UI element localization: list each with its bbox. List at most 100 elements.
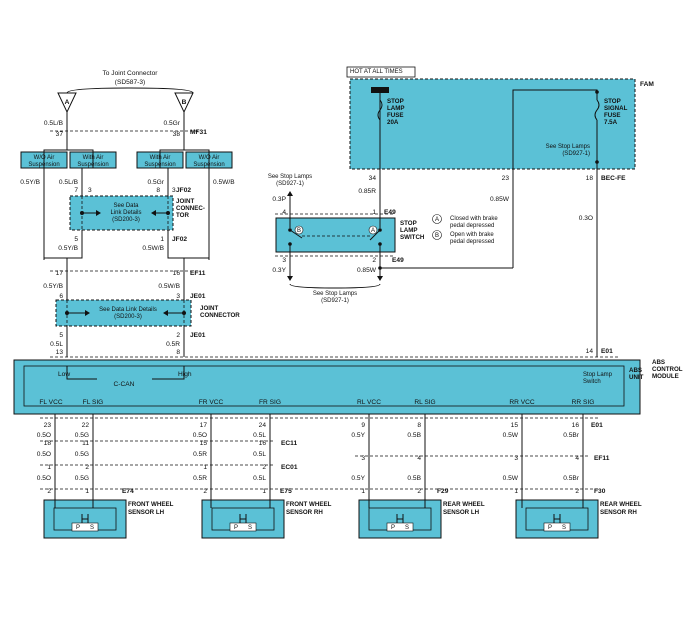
wire-row3-6: 0.5W (503, 475, 519, 482)
wire-row2-2: 0.5R (193, 451, 207, 458)
c-can: C-CAN (114, 381, 135, 388)
switch-see-bottom: See Stop Lamps(SD927-1) (313, 291, 357, 304)
connector-b-label: B (182, 99, 187, 106)
pin-4-sw: 4 (282, 209, 286, 216)
pin-ec11-0: 18 (44, 440, 52, 447)
wire-row1-5: 0.5B (407, 432, 421, 439)
sensor-rl-box (358, 499, 442, 539)
connector-b-marker (174, 92, 194, 114)
ef11-top: EF11 (190, 270, 206, 277)
wire-03y: 0.3Y (272, 267, 286, 274)
wire-03p: 0.3P (272, 196, 286, 203)
connector-a-marker (57, 92, 77, 114)
pin-ec11-2: 15 (200, 440, 208, 447)
wire-row3-7: 0.5Br (563, 475, 580, 482)
e01-top: E01 (601, 348, 613, 355)
pin-sensor-4: 1 (361, 488, 365, 495)
wire-a: 0.5L/B (44, 120, 64, 127)
pin-7: 7 (74, 187, 78, 194)
switch-see-top: See Stop Lamps(SD927-1) (268, 174, 312, 187)
pin-ec11-1: 11 (82, 440, 89, 447)
je01-top: JE01 (190, 293, 206, 300)
pin-ec01-0: 1 (47, 464, 51, 471)
pin-16: 16 (173, 270, 181, 277)
wire-row1-0: 0.5O (37, 432, 51, 439)
pin-23: 23 (502, 175, 510, 182)
abs-pin-fl-sig: FL SIG (83, 399, 104, 406)
wire-b: 0.5Gr (164, 120, 181, 127)
sensor-s-label: S (405, 525, 409, 531)
e49-top: E49 (384, 209, 396, 216)
connector-f29: F29 (437, 488, 449, 495)
wire-row3-3: 0.5L (253, 475, 266, 482)
wire-bl: 0.5Y/B (58, 245, 78, 252)
pin-ef11-3: 4 (575, 455, 579, 462)
wire-row1-4: 0.5Y (351, 432, 365, 439)
wire-row1-1: 0.5G (75, 432, 89, 439)
pin-2-sw: 2 (372, 257, 376, 264)
abs-pin-fl-vcc: FL VCC (39, 399, 62, 406)
fam-label: FAM (640, 81, 654, 88)
pin-e01-1: 22 (82, 422, 90, 429)
sensor-s-label: S (90, 525, 94, 531)
pin-sensor-0: 2 (47, 488, 51, 495)
wire-085w-top: 0.85W (490, 196, 510, 203)
abs-pin-rr-vcc: RR VCC (509, 399, 535, 406)
wire-085w: 0.85W (357, 267, 377, 274)
pin-1: 1 (160, 236, 164, 243)
pin-3-sw: 3 (282, 257, 286, 264)
pin-ec01-1: 2 (85, 464, 89, 471)
pin-6: 6 (59, 293, 63, 300)
pin-37: 37 (56, 131, 64, 138)
wire-br: 0.5W/B (142, 245, 164, 252)
wire-row2-3: 0.5L (253, 451, 266, 458)
pin-e01-4: 9 (361, 422, 365, 429)
legend-a-marker: A (435, 217, 439, 223)
wire-je-r: 0.5R (166, 341, 180, 348)
fam-see-stop-lamps: See Stop Lamps(SD927-1) (546, 144, 590, 157)
to-joint-bracket (66, 87, 194, 94)
sensor-p-label: P (234, 525, 238, 531)
pin-8: 8 (156, 187, 160, 194)
wire-right-inner: 0.5Gr (148, 179, 165, 186)
pin-sensor-2: 2 (203, 488, 207, 495)
connector-f30: F30 (594, 488, 606, 495)
wire-left-inner: 0.5L/B (59, 179, 79, 186)
wire-row1-7: 0.5Br (563, 432, 580, 439)
abs-pin-rr-sig: RR SIG (572, 399, 595, 406)
to-joint-ref: (SD587-3) (115, 79, 145, 86)
switch-b-label: B (297, 228, 301, 234)
e49-bottom: E49 (392, 257, 404, 264)
pin-sensor-3: 1 (262, 488, 266, 495)
ec01: EC01 (281, 464, 298, 471)
abs-pin-rl-vcc: RL VCC (357, 399, 381, 406)
pin-17: 17 (56, 270, 64, 277)
pin-e01-7: 16 (572, 422, 580, 429)
pin-sensor-1: 1 (85, 488, 89, 495)
sensor-p-label: P (76, 525, 80, 531)
legend-b-marker: B (435, 233, 439, 239)
connector-mf31: MF31 (190, 129, 207, 136)
pin-3-je: 3 (176, 293, 180, 300)
abs-pin-fr-sig: FR SIG (259, 399, 281, 406)
pin-1-sw: 1 (372, 209, 376, 216)
pin-14: 14 (586, 348, 594, 355)
pin-ec01-3: 2 (262, 464, 266, 471)
pin-e01-3: 24 (259, 422, 267, 429)
pin-e01-5: 8 (417, 422, 421, 429)
pin-ef11-0: 3 (361, 455, 365, 462)
wire-row2-1: 0.5G (75, 451, 89, 458)
to-joint-connector: To Joint Connector (103, 70, 159, 77)
wire-row3-1: 0.5G (75, 475, 89, 482)
wire-row1-2: 0.5O (193, 432, 207, 439)
can-high: High (178, 371, 192, 378)
